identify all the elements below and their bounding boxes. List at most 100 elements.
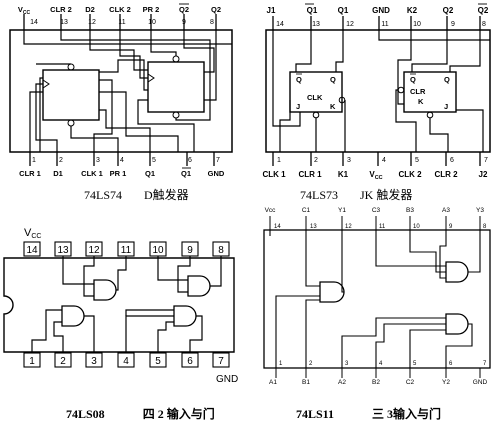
ls11-pin8-label: Y3	[476, 207, 484, 214]
ls11-pin11-label: C3	[372, 207, 381, 214]
ls73-pin8-label: Q2	[478, 6, 489, 15]
ls11-pin3-label: A2	[338, 379, 346, 386]
chip-74ls73-top-pin-numbers: 14 13 12 11 10 9 8	[276, 21, 486, 28]
svg-text:4: 4	[120, 157, 124, 164]
chip-74ls11: Vcc C1 Y1 C3 B3 A3 Y3 14 13 12 11 10 9 8	[263, 207, 491, 386]
chip-74ls73-bottom-pin-numbers: 1 2 3 4 5 6 7	[277, 157, 488, 164]
svg-text:14: 14	[30, 19, 38, 26]
ls11-pin5-label: C2	[406, 379, 415, 386]
svg-text:1: 1	[277, 157, 281, 164]
svg-text:12: 12	[88, 245, 100, 256]
svg-text:14: 14	[26, 245, 38, 256]
svg-text:8: 8	[482, 21, 486, 28]
svg-text:7: 7	[218, 356, 224, 367]
svg-text:13: 13	[57, 245, 69, 256]
chip-74ls74-body	[9, 29, 233, 153]
chip-74ls11-top-pin-numbers: 14 13 12 11 10 9 8	[274, 224, 487, 230]
ls74-pin8-label: Q2	[211, 5, 221, 14]
svg-text:2: 2	[60, 356, 66, 367]
svg-text:10: 10	[148, 19, 156, 26]
chip-74ls74-top-pin-stubs	[23, 14, 217, 30]
ls74-pin1-label: CLR 1	[19, 169, 41, 178]
svg-text:5: 5	[152, 157, 156, 164]
svg-text:2: 2	[314, 157, 318, 164]
svg-text:14: 14	[274, 224, 281, 230]
ls08-vcc-label: VCC	[24, 227, 41, 240]
ls74-pin13-label: CLR 2	[50, 5, 72, 14]
svg-text:K: K	[330, 102, 336, 111]
chip-74ls73-bottom-pin-labels: CLK 1 CLR 1 K1 VCC CLK 2 CLR 2 J2	[262, 170, 488, 181]
chip-74ls11-bottom-pin-stubs	[275, 368, 481, 378]
ls74-pin7-label: GND	[208, 169, 225, 178]
svg-text:1: 1	[29, 356, 35, 367]
ls73-pin6-label: CLR 2	[434, 170, 458, 179]
svg-text:3: 3	[91, 356, 97, 367]
chip-74ls08: VCC 14 13 12 11 10 9 8	[3, 227, 238, 385]
svg-text:6: 6	[449, 361, 453, 367]
ls73-pin9-label: Q2	[443, 6, 454, 15]
svg-text:Q: Q	[296, 75, 302, 84]
ls11-and-gates	[319, 261, 469, 335]
svg-text:7: 7	[216, 157, 220, 164]
ls11-gate-1	[319, 281, 345, 303]
ls11-pin4-label: B2	[372, 379, 380, 386]
chip-74ls73-top-pin-stubs	[272, 16, 481, 30]
ls08-gate-1	[61, 305, 85, 327]
svg-text:8: 8	[218, 245, 224, 256]
svg-text:7: 7	[484, 157, 488, 164]
svg-text:CLK: CLK	[307, 93, 323, 102]
svg-text:11: 11	[121, 245, 132, 256]
chip-74ls74-bottom-pin-numbers: 1 2 3 4 5 6 7	[32, 157, 220, 164]
svg-text:CLR: CLR	[410, 87, 426, 96]
ls73-wiring	[272, 30, 490, 152]
ls74-pin9-label: Q2	[179, 5, 189, 14]
ls11-pin9-label: A3	[442, 207, 450, 214]
svg-text:10: 10	[413, 21, 421, 28]
svg-text:K: K	[418, 97, 424, 106]
chip-74ls74-bottom-pin-labels: CLR 1 D1 CLK 1 PR 1 Q1 Q1 GND	[19, 169, 225, 178]
ls74-pin14-label: VCC	[18, 5, 31, 16]
svg-text:6: 6	[450, 157, 454, 164]
ls73-pin13-label: Q1	[307, 6, 318, 15]
svg-text:5: 5	[413, 361, 417, 367]
svg-text:7: 7	[483, 361, 487, 367]
svg-text:13: 13	[312, 21, 320, 28]
ls11-pin12-label: Y1	[338, 207, 346, 214]
ls73-pin14-label: J1	[267, 6, 276, 15]
chip-74ls74-top-pin-numbers: 14 13 12 11 10 9 8	[30, 19, 214, 26]
svg-text:J: J	[444, 102, 448, 111]
svg-text:2: 2	[59, 157, 63, 164]
chip-74ls74-bottom-pin-stubs	[29, 152, 215, 166]
ls74-pin5-label: Q1	[145, 169, 155, 178]
ls11-gate-2	[445, 261, 469, 283]
svg-text:4: 4	[123, 356, 129, 367]
chip-74ls11-top-pin-stubs	[269, 216, 481, 230]
chip-74ls08-body	[3, 257, 235, 353]
svg-text:10: 10	[152, 245, 164, 256]
svg-text:4: 4	[379, 361, 383, 367]
ls74-pin6-label: Q1	[181, 169, 191, 178]
chip-74ls73-top-pin-labels: J1 Q1 Q1 GND K2 Q2 Q2	[267, 6, 489, 15]
chip-74ls11-bottom-pin-numbers: 1 2 3 4 5 6 7	[279, 361, 487, 367]
chip-74ls73-bottom-pin-stubs	[272, 152, 481, 166]
ls11-wiring	[269, 230, 481, 368]
ls11-pin10-label: B3	[406, 207, 414, 214]
svg-text:8: 8	[483, 224, 487, 230]
svg-text:3: 3	[96, 157, 100, 164]
ls11-pin1-label: A1	[269, 379, 277, 386]
chip-74ls08-bottom-pin-numbers: 1 2 3 4 5 6 7	[29, 356, 224, 367]
svg-text:1: 1	[32, 157, 36, 164]
svg-text:1: 1	[279, 361, 283, 367]
ls73-pin7-label: J2	[479, 170, 488, 179]
chip-74ls73: J1 Q1 Q1 GND K2 Q2 Q2 14 13 12 11 10 9 8	[262, 3, 491, 181]
ls73-pin3-label: K1	[338, 170, 349, 179]
svg-text:J: J	[296, 102, 300, 111]
svg-text:5: 5	[415, 157, 419, 164]
svg-text:6: 6	[188, 157, 192, 164]
ls08-gate-4	[187, 275, 211, 297]
ls73-flipflop-1: Q Q CLK J K	[289, 71, 346, 119]
ls11-pin2-label: B1	[302, 379, 310, 386]
svg-text:8: 8	[210, 19, 214, 26]
ls11-pin6-label: Y2	[442, 379, 450, 386]
